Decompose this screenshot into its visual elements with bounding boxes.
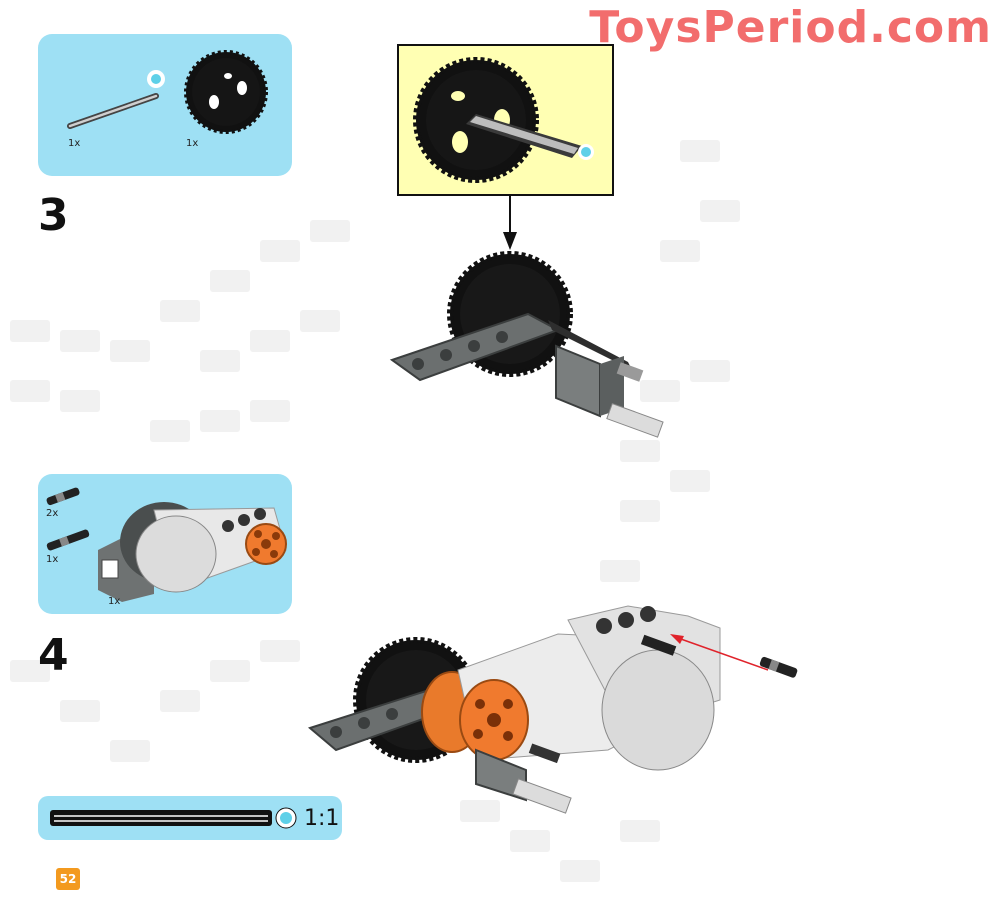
watermark-text: ToysPeriod.com xyxy=(589,2,992,53)
motor-icon xyxy=(98,502,287,602)
step4-assembly xyxy=(307,605,798,814)
pin-icon xyxy=(46,529,90,551)
step3-assembly xyxy=(389,251,664,438)
down-arrow xyxy=(503,196,517,250)
gear-qty: 1x xyxy=(186,138,199,149)
motor-qty: 1x xyxy=(108,596,121,607)
page-number: 52 xyxy=(56,868,80,890)
scale-label: 1:1 xyxy=(304,806,340,831)
step-number-3: 3 xyxy=(38,190,69,241)
axle-icon xyxy=(67,70,165,129)
pin-qty-1: 2x xyxy=(46,508,59,519)
callout-gear-axle xyxy=(413,57,594,183)
pin-icon xyxy=(46,487,80,506)
step-number-4: 4 xyxy=(38,630,69,681)
ruler-axle xyxy=(50,807,297,829)
gear-icon xyxy=(184,50,268,134)
axle-qty: 1x xyxy=(68,138,81,149)
pin-qty-2: 1x xyxy=(46,554,59,565)
